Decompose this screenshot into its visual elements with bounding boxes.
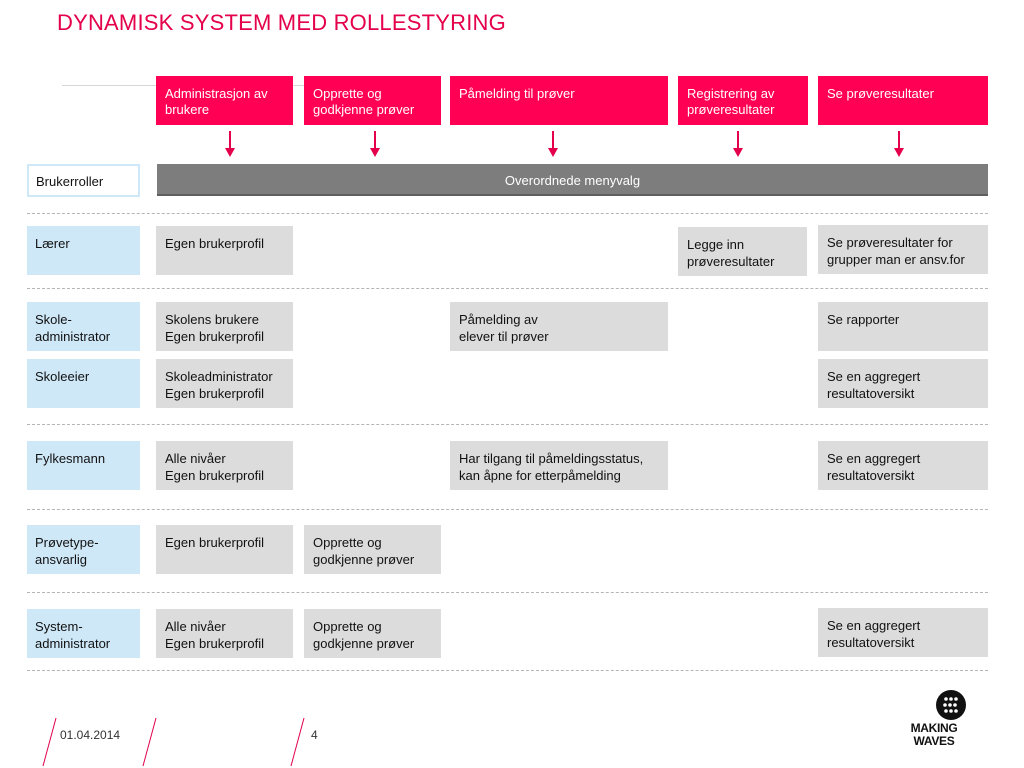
footer-date: 01.04.2014	[60, 728, 121, 742]
cell-line: Opprette og	[313, 535, 382, 550]
cell-line: Skoleadministrator	[165, 369, 273, 384]
cell-sysadmin-resultater: Se en aggregert resultatoversikt	[818, 608, 988, 657]
role-skoleeier: Skoleeier	[27, 359, 140, 408]
header-registrering: Registrering av prøveresultater	[678, 76, 808, 125]
role-provetypeansvarlig: Prøvetype- ansvarlig	[27, 525, 140, 574]
role-skoleadministrator: Skole- administrator	[27, 302, 140, 351]
cell-sysadmin-administrasjon: Alle nivåer Egen brukerprofil	[156, 609, 293, 658]
header-line: Registrering av	[687, 86, 775, 101]
cell-line: resultatoversikt	[827, 635, 915, 650]
header-line: Påmelding til prøver	[459, 86, 575, 101]
cell-line: Egen brukerprofil	[165, 236, 264, 251]
header-line: Opprette og	[313, 86, 382, 101]
cell-line: resultatoversikt	[827, 386, 915, 401]
page-number: 4	[311, 728, 318, 742]
cell-line: Egen brukerprofil	[165, 636, 264, 651]
header-se-proveresultater: Se prøveresultater	[818, 76, 988, 125]
header-line: Se prøveresultater	[827, 86, 934, 101]
row-divider	[27, 213, 988, 214]
cell-line: Se en aggregert	[827, 451, 921, 466]
cell-line: Se rapporter	[827, 312, 900, 327]
cell-skoleadmin-administrasjon: Skolens brukere Egen brukerprofil	[156, 302, 293, 351]
role-line: administrator	[35, 329, 111, 344]
role-line: Lærer	[35, 236, 70, 251]
making-waves-logo-text: MAKING WAVES	[901, 722, 967, 748]
cell-provetype-opprette: Opprette og godkjenne prøver	[304, 525, 441, 574]
header-opprette: Opprette og godkjenne prøver	[304, 76, 441, 125]
role-line: administrator	[35, 636, 111, 651]
role-line: Fylkesmann	[35, 451, 106, 466]
role-line: System-	[35, 619, 83, 634]
role-line: Skole-	[35, 312, 72, 327]
cell-line: Se en aggregert	[827, 618, 921, 633]
cell-line: Egen brukerprofil	[165, 468, 264, 483]
down-arrow-icon	[225, 131, 235, 157]
cell-line: Alle nivåer	[165, 619, 226, 634]
cell-line: Egen brukerprofil	[165, 535, 264, 550]
header-line: Administrasjon av	[165, 86, 268, 101]
down-arrow-icon	[894, 131, 904, 157]
cell-skoleeier-resultater: Se en aggregert resultatoversikt	[818, 359, 988, 408]
cell-provetype-administrasjon: Egen brukerprofil	[156, 525, 293, 574]
cell-line: Se prøveresultater for	[827, 235, 953, 250]
header-pamelding: Påmelding til prøver	[450, 76, 668, 125]
making-waves-logo-icon	[936, 690, 966, 720]
role-laerer: Lærer	[27, 226, 140, 275]
cell-laerer-resultater: Se prøveresultater for grupper man er an…	[818, 225, 988, 274]
cell-line: Se en aggregert	[827, 369, 921, 384]
header-line: prøveresultater	[687, 102, 775, 117]
cell-skoleeier-administrasjon: Skoleadministrator Egen brukerprofil	[156, 359, 293, 408]
logo-line: MAKING	[910, 721, 958, 735]
overordnede-menyvalg-bar: Overordnede menyvalg	[157, 164, 988, 196]
cell-line: resultatoversikt	[827, 468, 915, 483]
cell-fylkesmann-administrasjon: Alle nivåer Egen brukerprofil	[156, 441, 293, 490]
cell-line: Skolens brukere	[165, 312, 259, 327]
down-arrow-icon	[733, 131, 743, 157]
cell-line: Egen brukerprofil	[165, 329, 264, 344]
footer-slash-mid	[142, 717, 157, 767]
role-systemadministrator: System- administrator	[27, 609, 140, 658]
role-line: ansvarlig	[35, 552, 88, 567]
cell-skoleadmin-pamelding: Påmelding av elever til prøver	[450, 302, 668, 351]
cell-laerer-registrering: Legge inn prøveresultater	[678, 227, 807, 276]
role-line: Skoleeier	[35, 369, 90, 384]
page-title: DYNAMISK SYSTEM MED ROLLESTYRING	[57, 10, 506, 35]
row-divider	[27, 592, 988, 593]
brukerroller-label: Brukerroller	[27, 164, 140, 197]
row-divider	[27, 509, 988, 510]
row-divider	[27, 424, 988, 425]
down-arrow-icon	[548, 131, 558, 157]
role-fylkesmann: Fylkesmann	[27, 441, 140, 490]
cell-line: Påmelding av	[459, 312, 538, 327]
cell-fylkesmann-resultater: Se en aggregert resultatoversikt	[818, 441, 988, 490]
cell-line: godkjenne prøver	[313, 552, 415, 567]
cell-line: Alle nivåer	[165, 451, 226, 466]
cell-line: godkjenne prøver	[313, 636, 415, 651]
header-administrasjon: Administrasjon av brukere	[156, 76, 293, 125]
cell-line: Har tilgang til påmeldingsstatus,	[459, 451, 644, 466]
cell-laerer-administrasjon: Egen brukerprofil	[156, 226, 293, 275]
cell-line: elever til prøver	[459, 329, 549, 344]
row-divider	[27, 670, 988, 671]
down-arrow-icon	[370, 131, 380, 157]
cell-sysadmin-opprette: Opprette og godkjenne prøver	[304, 609, 441, 658]
role-line: Prøvetype-	[35, 535, 99, 550]
logo-line: WAVES	[913, 734, 955, 748]
cell-line: kan åpne for etterpåmelding	[459, 468, 621, 483]
cell-skoleadmin-resultater: Se rapporter	[818, 302, 988, 351]
header-line: brukere	[165, 102, 210, 117]
cell-line: grupper man er ansv.for	[827, 252, 965, 267]
footer-slash-left	[42, 717, 57, 767]
cell-line: Egen brukerprofil	[165, 386, 264, 401]
cell-line: prøveresultater	[687, 254, 775, 269]
footer-slash-right	[290, 717, 305, 767]
cell-fylkesmann-pamelding: Har tilgang til påmeldingsstatus, kan åp…	[450, 441, 668, 490]
cell-line: Legge inn	[687, 237, 745, 252]
row-divider	[27, 288, 988, 289]
cell-line: Opprette og	[313, 619, 382, 634]
header-line: godkjenne prøver	[313, 102, 415, 117]
